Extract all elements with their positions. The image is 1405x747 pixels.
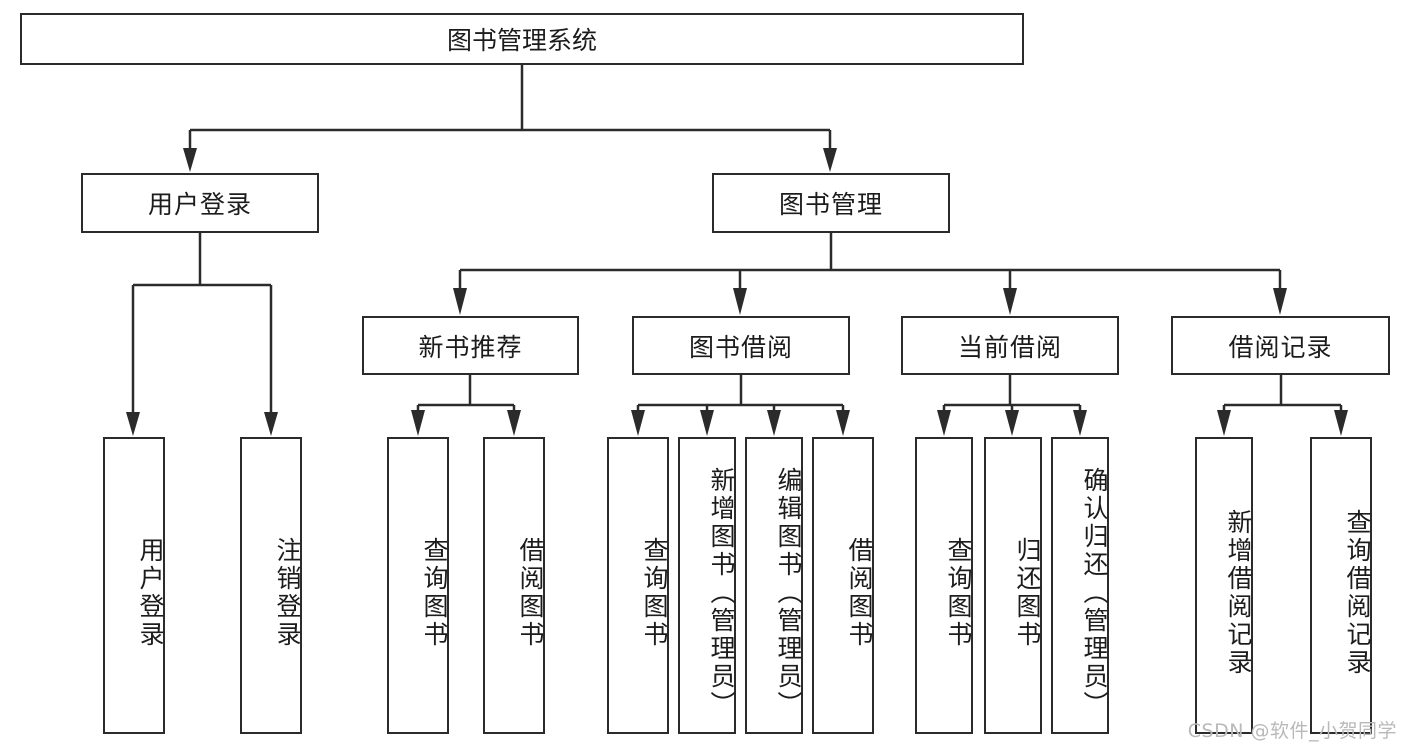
node-user-login-label: 用户登录	[147, 190, 252, 219]
leaf-query-borrow-record-label: 查询借阅记录	[1343, 508, 1372, 677]
leaf-borrow-book[interactable]: 借阅图书	[812, 437, 874, 734]
node-new-book-recommend[interactable]: 新书推荐	[362, 316, 579, 375]
leaf-logout-label: 注销登录	[273, 536, 302, 649]
leaf-add-book-admin[interactable]: 新增图书（管理员）	[678, 437, 736, 734]
node-borrow-record-label: 借阅记录	[1228, 332, 1333, 362]
leaf-query-book-current[interactable]: 查询图书	[915, 437, 973, 734]
leaf-edit-book-admin-label: 编辑图书（管理员）	[774, 466, 803, 719]
csdn-watermark: CSDN @软件_小贺同学	[1187, 720, 1397, 742]
node-book-borrow-label: 图书借阅	[688, 332, 793, 362]
leaf-borrow-book-recommend[interactable]: 借阅图书	[483, 437, 545, 734]
leaf-query-borrow-record[interactable]: 查询借阅记录	[1310, 437, 1372, 734]
node-book-management-label: 图书管理	[778, 190, 883, 219]
node-root[interactable]: 图书管理系统	[20, 13, 1024, 65]
leaf-return-book[interactable]: 归还图书	[984, 437, 1042, 734]
leaf-query-book-recommend[interactable]: 查询图书	[387, 437, 449, 734]
leaf-confirm-return-admin-label: 确认归还（管理员）	[1080, 466, 1109, 719]
node-user-login[interactable]: 用户登录	[81, 173, 319, 233]
node-book-borrow[interactable]: 图书借阅	[632, 316, 850, 375]
node-book-management[interactable]: 图书管理	[712, 173, 950, 233]
leaf-logout[interactable]: 注销登录	[240, 437, 302, 734]
leaf-query-book-recommend-label: 查询图书	[420, 536, 449, 649]
node-root-label: 图书管理系统	[446, 26, 597, 55]
leaf-confirm-return-admin[interactable]: 确认归还（管理员）	[1051, 437, 1109, 734]
leaf-user-login[interactable]: 用户登录	[103, 437, 165, 734]
leaf-edit-book-admin[interactable]: 编辑图书（管理员）	[745, 437, 803, 734]
node-current-borrow-label: 当前借阅	[957, 332, 1062, 362]
leaf-query-book-borrow[interactable]: 查询图书	[607, 437, 669, 734]
leaf-borrow-book-recommend-label: 借阅图书	[516, 536, 545, 649]
leaf-return-book-label: 归还图书	[1013, 536, 1042, 649]
leaf-query-book-borrow-label: 查询图书	[640, 536, 669, 649]
node-current-borrow[interactable]: 当前借阅	[901, 316, 1119, 375]
leaf-add-borrow-record[interactable]: 新增借阅记录	[1195, 437, 1253, 734]
leaf-borrow-book-label: 借阅图书	[845, 536, 874, 649]
leaf-user-login-label: 用户登录	[136, 536, 165, 649]
node-borrow-record[interactable]: 借阅记录	[1171, 316, 1390, 375]
leaf-add-book-admin-label: 新增图书（管理员）	[707, 466, 736, 719]
leaf-add-borrow-record-label: 新增借阅记录	[1224, 508, 1253, 677]
node-new-book-recommend-label: 新书推荐	[418, 332, 523, 362]
leaf-query-book-current-label: 查询图书	[944, 536, 973, 649]
